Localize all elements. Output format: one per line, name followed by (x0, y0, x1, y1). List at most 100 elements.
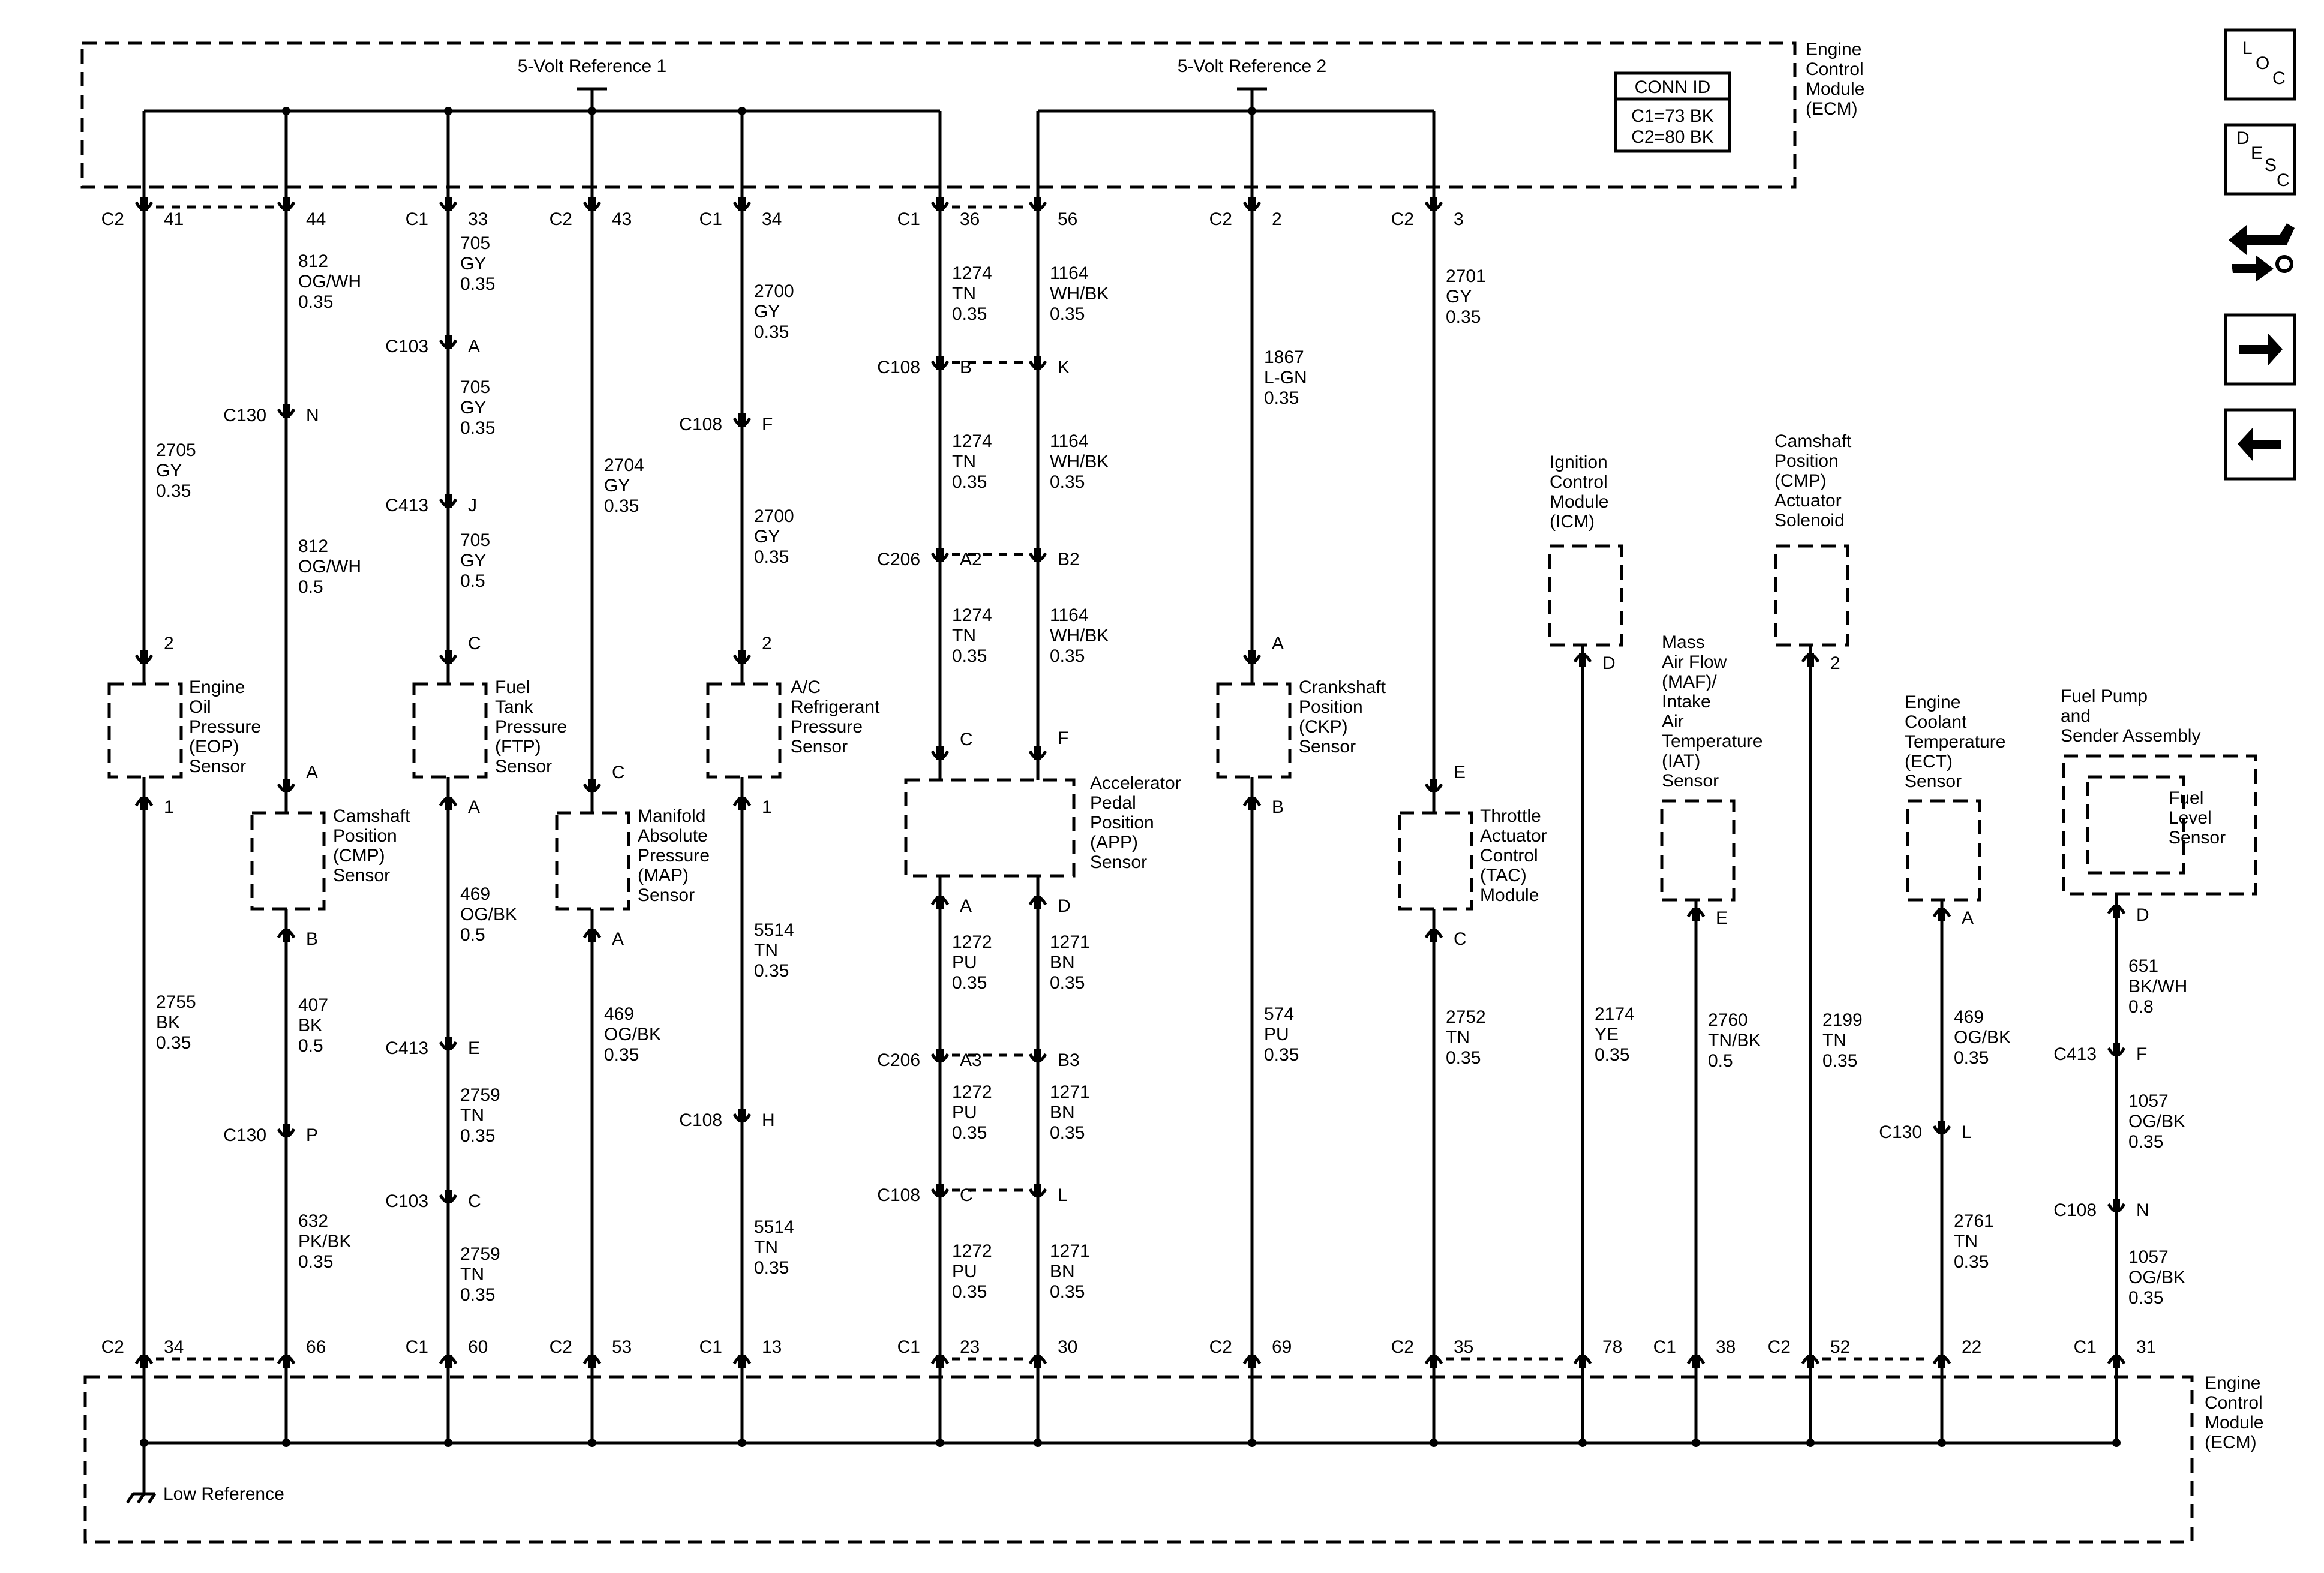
device-box (412, 682, 488, 779)
wire-label: 632 (298, 1211, 328, 1231)
connector-id: C1 (699, 209, 722, 229)
ecm-terminal-top (1028, 197, 1047, 211)
device-box (706, 682, 782, 779)
wire-label: GY (754, 527, 780, 547)
ecm-terminal-bottom (1028, 1355, 1047, 1368)
ecm-top-label: Control (1806, 59, 1864, 79)
connector-id: C103 (385, 1191, 428, 1211)
device-name: Temperature (1662, 731, 1762, 751)
wire-label: WH/BK (1050, 452, 1109, 472)
wire-label: 469 (604, 1004, 634, 1024)
device-pin: 2 (164, 634, 174, 653)
device-pin: D (1602, 653, 1616, 673)
device-name: (IAT) (1662, 751, 1700, 771)
device-pin: A (612, 929, 624, 949)
device-name: Intake (1662, 692, 1711, 712)
pin-number: 44 (306, 209, 326, 229)
device-name: Engine (189, 677, 245, 697)
wire-label: 0.35 (1050, 304, 1085, 324)
ecm-terminal-top (1242, 197, 1262, 211)
inline-connector (930, 1049, 950, 1063)
wire-label: GY (1446, 287, 1472, 307)
ecm-bottom-label: (ECM) (2205, 1433, 2257, 1452)
wire-label: 0.35 (1050, 1123, 1085, 1143)
ecm-terminal-top (732, 197, 752, 211)
wire-label: 705 (460, 530, 490, 550)
device-pin: C (1454, 929, 1467, 949)
device-box (1906, 799, 1981, 902)
device-pin: 2 (1830, 653, 1840, 673)
connector-id: C1 (1653, 1337, 1676, 1357)
wire-label: 705 (460, 377, 490, 397)
pin-number: 3 (1454, 209, 1464, 229)
connector-pin: C (960, 1185, 973, 1205)
connector-pin: H (762, 1110, 775, 1130)
connector-id: C108 (2053, 1200, 2097, 1220)
device-box (1548, 544, 1623, 647)
repair-icon[interactable] (2229, 223, 2295, 282)
next-button[interactable] (2224, 313, 2296, 386)
ref1-label: 5-Volt Reference 1 (518, 56, 666, 76)
inline-connector (732, 1109, 752, 1123)
pin-number: 23 (960, 1337, 980, 1357)
inner-device-name: Level (2169, 808, 2212, 828)
wire-label: 1164 (1050, 605, 1089, 625)
device-name: Sensor (333, 866, 390, 885)
wire-label: 0.5 (460, 925, 485, 945)
wire-label: TN (952, 284, 976, 304)
connector-id: C2 (1768, 1337, 1791, 1357)
connector-pin: L (1962, 1122, 1972, 1142)
wire-label: 574 (1264, 1004, 1294, 1024)
device-name: Ignition (1550, 452, 1608, 472)
device-pin: A (1962, 908, 1974, 928)
desc-glyph: E (2251, 143, 2263, 163)
pin-number: 34 (762, 209, 782, 229)
wire-label: 0.35 (1050, 1282, 1085, 1302)
ecm-terminal-bottom (1424, 1355, 1443, 1368)
device-pin: E (1716, 908, 1728, 928)
arrow-right-icon (2239, 333, 2283, 366)
device-name: Pressure (791, 717, 863, 737)
wire-label: YE (1595, 1025, 1619, 1044)
device-name: Sensor (1090, 852, 1147, 872)
ecm-top-label: Engine (1806, 40, 1861, 59)
connector-id: C2 (101, 209, 124, 229)
wire-label: PU (952, 1103, 977, 1122)
device-pin: A (960, 896, 972, 916)
device-name: Sensor (638, 885, 695, 905)
wire-label: 5514 (754, 920, 794, 940)
wire-label: 0.5 (1708, 1051, 1733, 1071)
loc-button[interactable]: LOC (2224, 28, 2296, 101)
connector-pin: B (960, 358, 972, 377)
device-name: (FTP) (495, 737, 541, 757)
device-name: Refrigerant (791, 697, 880, 717)
wire-label: 0.35 (1050, 646, 1085, 666)
device-name: Control (1480, 846, 1538, 866)
wire-label: TN (952, 626, 976, 646)
wire-label: 469 (460, 884, 490, 904)
device-name: Manifold (638, 806, 705, 826)
wire-label: 0.35 (754, 1258, 789, 1278)
wire-label: 0.35 (754, 322, 789, 342)
device-name: Camshaft (333, 806, 410, 826)
connector-id: C2 (550, 209, 572, 229)
device-pin: A (306, 763, 318, 782)
device-name: (CMP) (333, 846, 385, 866)
pin-number: 43 (612, 209, 632, 229)
wire-label: GY (460, 254, 486, 274)
ecm-bottom-label: Control (2205, 1393, 2263, 1413)
inline-connector (277, 404, 296, 418)
wire-label: TN (1822, 1031, 1846, 1050)
wire-label: 2704 (604, 455, 644, 475)
connector-pin: C (468, 1191, 481, 1211)
wire-label: 0.35 (952, 304, 987, 324)
connector-pin: A3 (960, 1050, 982, 1070)
device-name: Sensor (791, 737, 848, 757)
device-name: Solenoid (1774, 511, 1845, 530)
device-box (250, 811, 326, 911)
wire-label: 1272 (952, 1241, 992, 1261)
wire-label: TN (952, 452, 976, 472)
inline-connector (1028, 548, 1047, 562)
previous-button[interactable] (2224, 408, 2296, 481)
